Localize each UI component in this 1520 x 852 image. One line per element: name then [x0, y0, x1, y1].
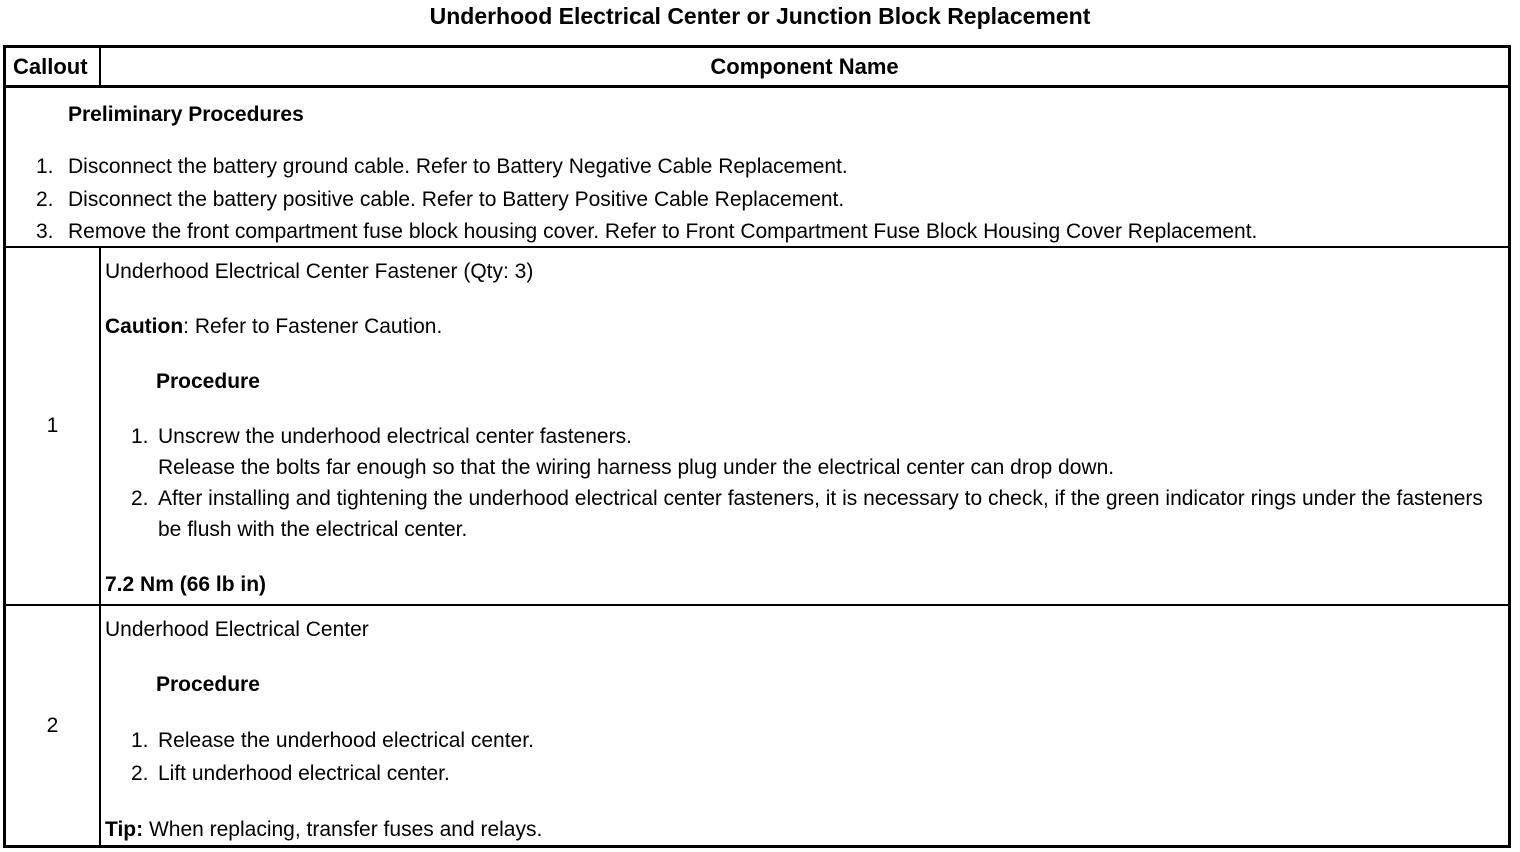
procedure-steps-list: 1. Unscrew the underhood electrical cent…	[131, 421, 1484, 545]
step-text: Disconnect the battery ground cable. Ref…	[68, 155, 848, 178]
step-number: 3.	[36, 220, 54, 243]
callout-number: 1	[6, 248, 101, 604]
component-cell: Underhood Electrical Center Procedure 1.…	[101, 606, 1508, 846]
preliminary-step: 3. Remove the front compartment fuse blo…	[36, 216, 1498, 249]
step-text: After installing and tightening the unde…	[158, 487, 1483, 541]
procedure-heading: Procedure	[156, 673, 260, 696]
procedure-heading: Procedure	[156, 370, 260, 393]
preliminary-procedures-heading: Preliminary Procedures	[68, 103, 304, 126]
tip-text: When replacing, transfer fuses and relay…	[143, 818, 543, 841]
procedure-step: 2. After installing and tightening the u…	[131, 483, 1484, 545]
caution-label: Caution	[105, 315, 184, 338]
preliminary-step: 1. Disconnect the battery ground cable. …	[36, 151, 1498, 184]
step-number: 2.	[36, 187, 54, 211]
step-text: Disconnect the battery positive cable. R…	[68, 187, 845, 211]
tip-label: Tip:	[105, 818, 144, 841]
step-text: Unscrew the underhood electrical center …	[158, 421, 1484, 483]
preliminary-procedures-row: Preliminary Procedures 1. Disconnect the…	[6, 88, 1508, 248]
caution-text: : Refer to Fastener Caution.	[183, 315, 443, 338]
step-number: 1.	[131, 425, 149, 448]
table-row-callout-2: 2 Underhood Electrical Center Procedure …	[6, 606, 1508, 846]
component-name: Underhood Electrical Center	[105, 618, 369, 641]
torque-spec: 7.2 Nm (66 lb in)	[105, 573, 267, 596]
step-text: Remove the front compartment fuse block …	[68, 220, 1258, 243]
component-name-column-header: Component Name	[710, 53, 899, 79]
step-number: 1.	[36, 155, 54, 178]
preliminary-step: 2. Disconnect the battery positive cable…	[36, 184, 1498, 217]
table-row-callout-1: 1 Underhood Electrical Center Fastener (…	[6, 248, 1508, 606]
step-text: Lift underhood electrical center.	[158, 762, 450, 785]
callout-number: 2	[6, 606, 101, 846]
tip-note: Tip: When replacing, transfer fuses and …	[105, 814, 1484, 845]
procedure-step: 2. Lift underhood electrical center.	[131, 757, 1484, 790]
caution-note: Caution: Refer to Fastener Caution.	[105, 311, 1484, 342]
component-cell: Underhood Electrical Center Fastener (Qt…	[101, 248, 1508, 604]
callout-column-header: Callout	[6, 48, 101, 85]
procedure-table: Callout Component Name Preliminary Proce…	[3, 45, 1511, 848]
step-number: 1.	[131, 729, 149, 752]
step-note-text: Release the bolts far enough so that the…	[158, 456, 1115, 479]
step-number: 2.	[131, 487, 149, 510]
procedure-steps-list: 1. Release the underhood electrical cent…	[131, 724, 1484, 790]
step-text: Release the underhood electrical center.	[158, 729, 534, 752]
step-number: 2.	[131, 762, 149, 785]
preliminary-procedures-list: 1. Disconnect the battery ground cable. …	[36, 151, 1498, 249]
procedure-step: 1. Release the underhood electrical cent…	[131, 724, 1484, 757]
table-header-row: Callout Component Name	[6, 48, 1508, 88]
component-name: Underhood Electrical Center Fastener (Qt…	[105, 260, 534, 283]
step-main-text: Unscrew the underhood electrical center …	[158, 425, 632, 448]
page-title: Underhood Electrical Center or Junction …	[429, 3, 1091, 29]
procedure-step: 1. Unscrew the underhood electrical cent…	[131, 421, 1484, 483]
